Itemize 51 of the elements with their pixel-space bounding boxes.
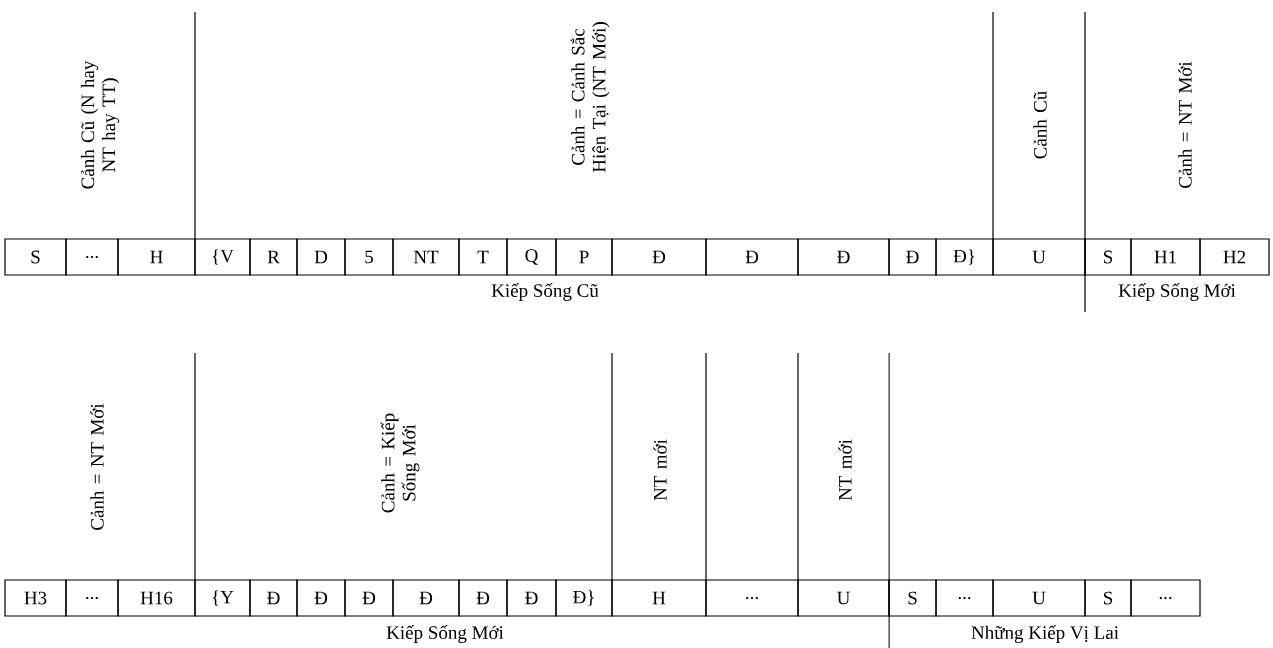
table-cell: U — [992, 579, 1086, 617]
table-cell: D — [296, 238, 346, 276]
table-cell: P — [555, 238, 613, 276]
span-label: Những Kiếp Vị Lai — [971, 625, 1119, 643]
rotated-label: NT mới — [653, 439, 667, 501]
table-cell: R — [249, 238, 298, 276]
table-cell: ... — [935, 579, 994, 617]
table-cell: H16 — [117, 579, 196, 617]
table-cell: H3 — [4, 579, 67, 617]
table-cell: H — [611, 579, 707, 617]
span-label: Kiếp Sống Mới — [386, 625, 504, 643]
table-cell: S — [888, 579, 937, 617]
table-cell: H2 — [1199, 238, 1270, 276]
table-cell: H — [117, 238, 196, 276]
span-label: Kiếp Sống Mới — [1118, 283, 1236, 301]
table-cell: 5 — [344, 238, 394, 276]
rotated-label: Cảnh = NT Mới — [1178, 61, 1192, 188]
rotated-label: NT mới — [838, 439, 852, 501]
table-cell: Đ — [249, 579, 298, 617]
table-cell: ... — [1130, 579, 1201, 617]
rotated-label: Cảnh = Kiếp Sống Mới — [380, 413, 420, 513]
table-cell: ... — [65, 238, 119, 276]
table-cell: Đ — [296, 579, 346, 617]
table-cell: Đ — [506, 579, 557, 617]
table-cell: S — [1084, 579, 1132, 617]
table-cell: U — [992, 238, 1086, 276]
rotated-label: Cảnh Cũ — [1033, 91, 1047, 159]
table-cell: {Y — [194, 579, 251, 617]
table-cell: ... — [705, 579, 799, 617]
table-cell: Đ — [705, 238, 799, 276]
rotated-label: Cảnh = NT Mới — [90, 403, 104, 530]
table-cell: Đ — [797, 238, 890, 276]
table-cell: Đ} — [935, 238, 994, 276]
table-cell: Đ — [344, 579, 394, 617]
table-cell: NT — [392, 238, 460, 276]
table-cell: ... — [65, 579, 119, 617]
rotated-label: Cảnh = Cảnh Sắc Hiện Tại (NT Mới) — [570, 22, 610, 173]
table-cell: Đ — [611, 238, 707, 276]
table-cell: S — [4, 238, 67, 276]
table-cell: H1 — [1130, 238, 1201, 276]
table-cell: U — [797, 579, 890, 617]
table-cell: Đ — [888, 238, 937, 276]
table-cell: {V — [194, 238, 251, 276]
table-cell: S — [1084, 238, 1132, 276]
table-cell: Đ} — [555, 579, 613, 617]
rotated-label: Cảnh Cũ (N hay NT hay TT) — [80, 60, 120, 189]
table-cell: Đ — [458, 579, 508, 617]
table-cell: Q — [506, 238, 557, 276]
span-label: Kiếp Sống Cũ — [491, 283, 599, 301]
table-cell: T — [458, 238, 508, 276]
table-cell: Đ — [392, 579, 460, 617]
